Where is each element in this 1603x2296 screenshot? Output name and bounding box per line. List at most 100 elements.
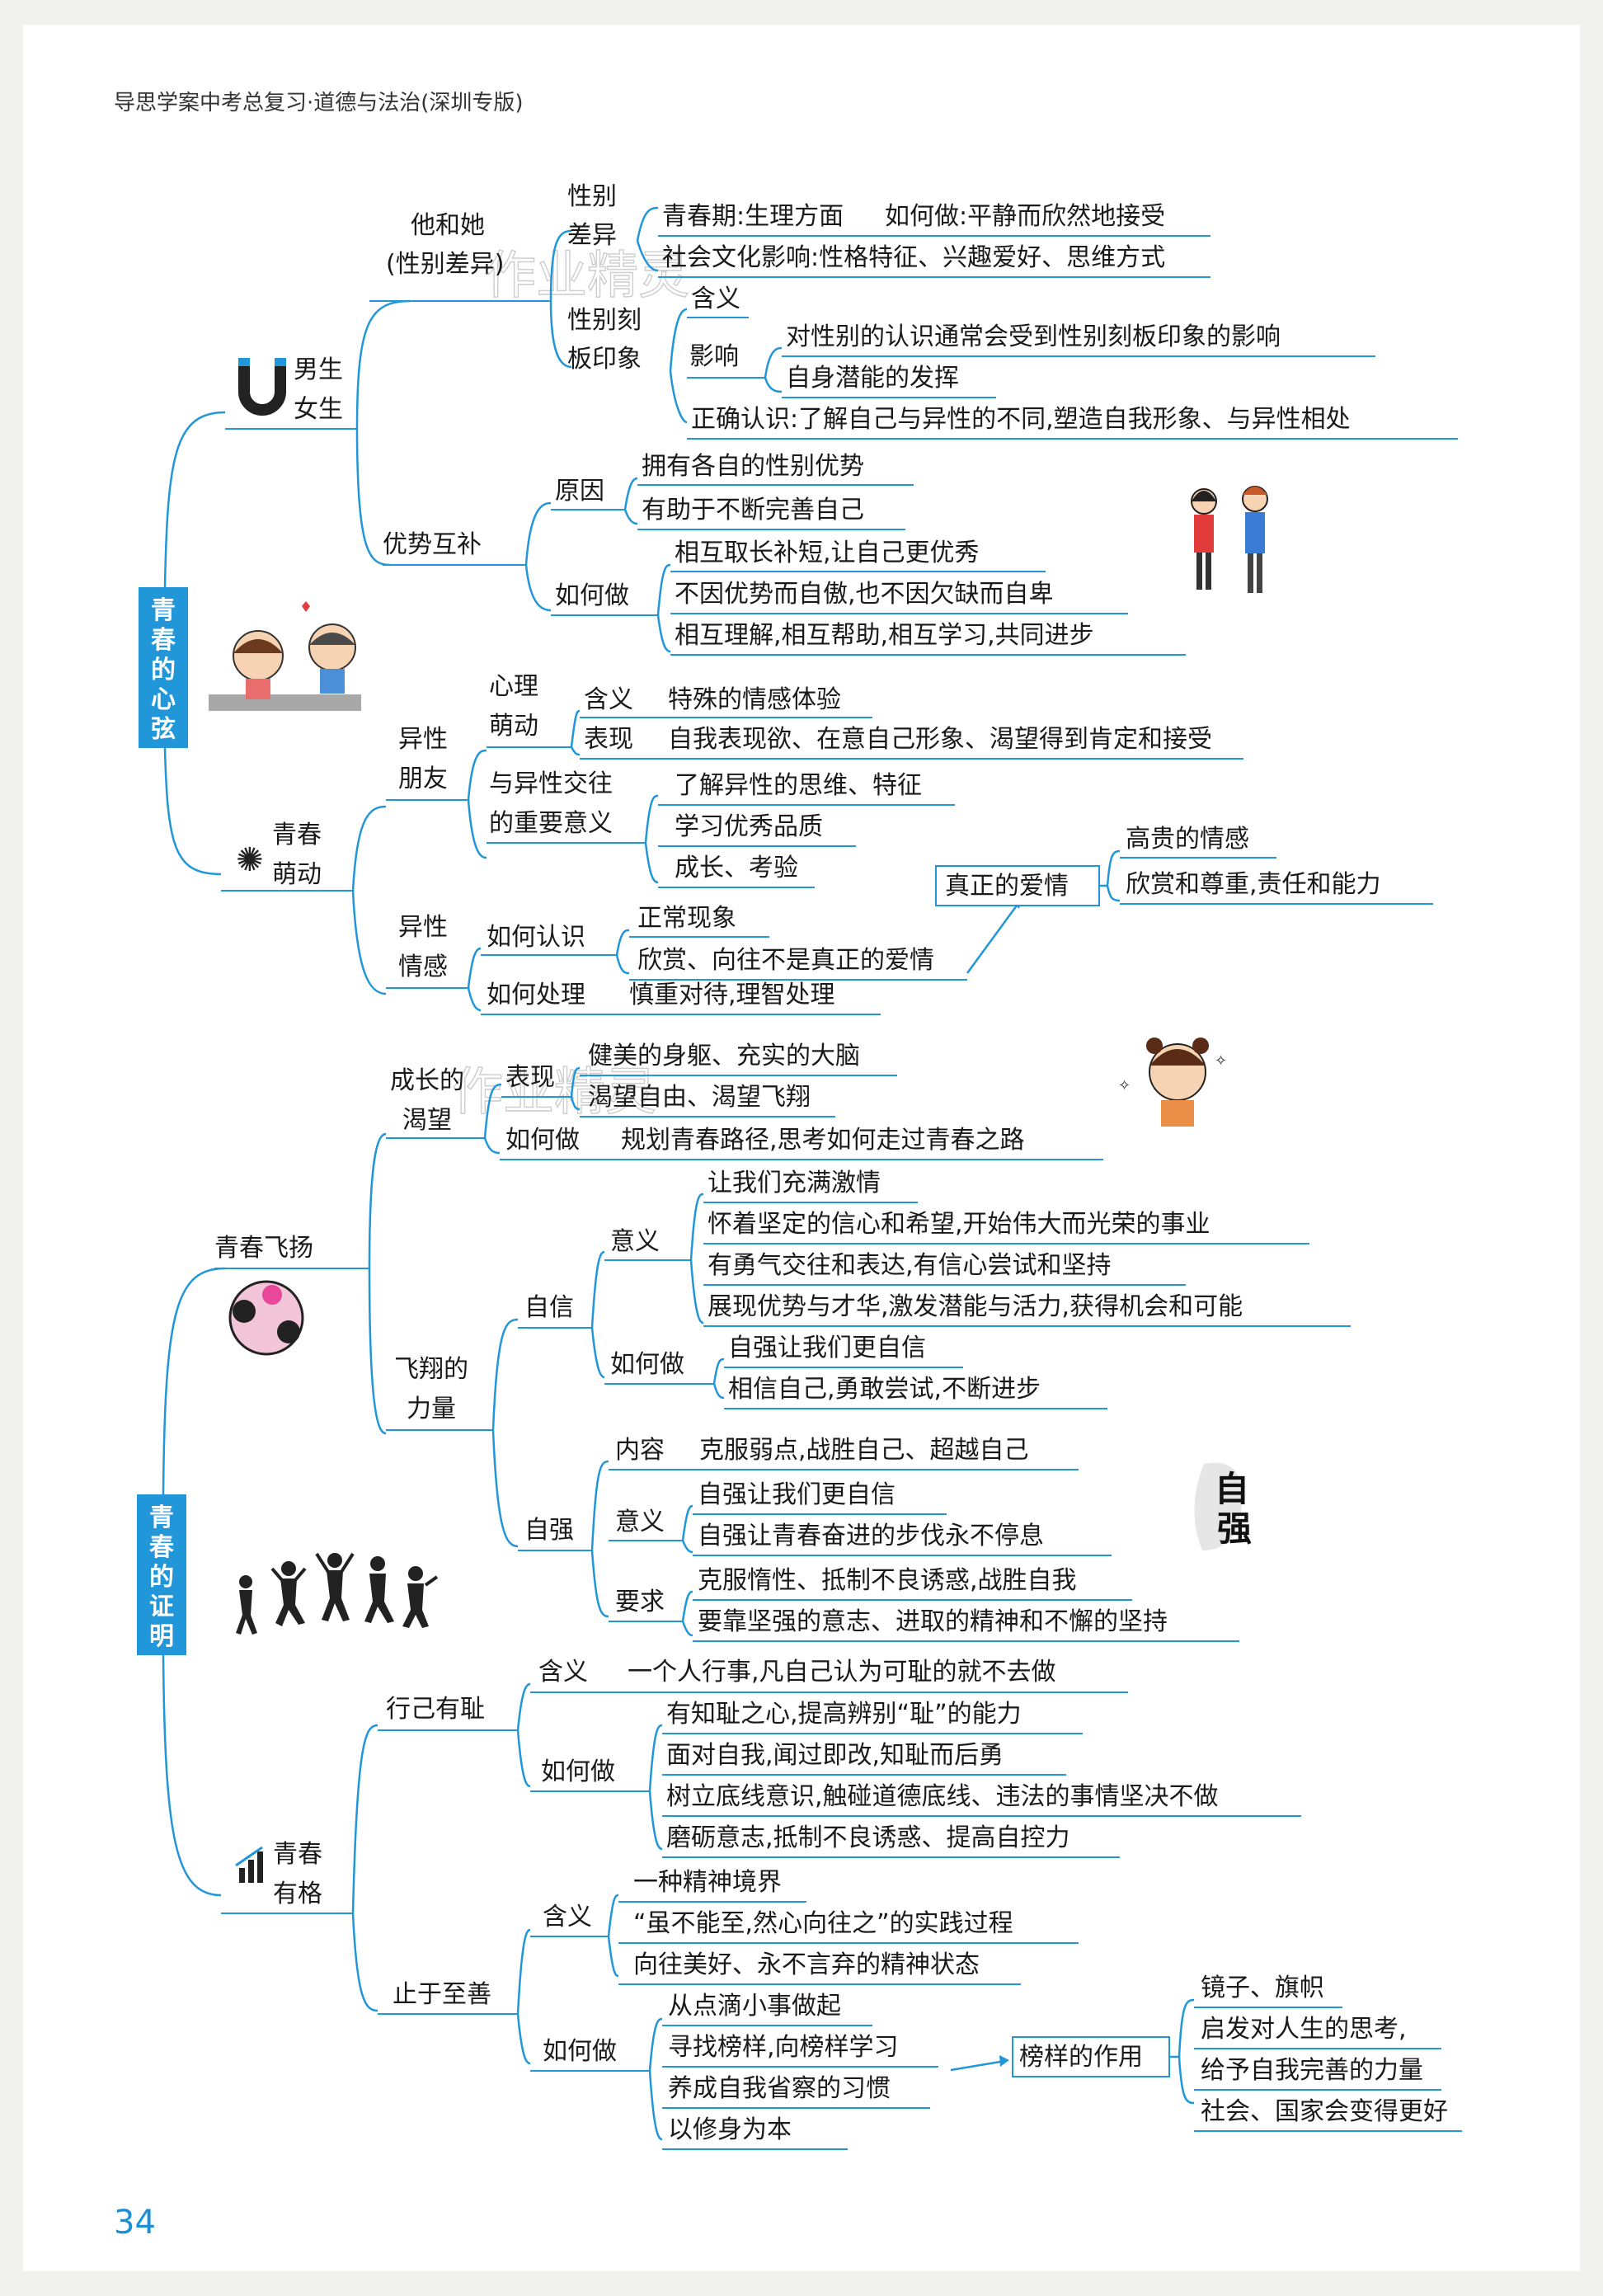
node-good-how: 如何做 [543, 2037, 617, 2066]
node-supreme-good: 止于至善 [393, 1980, 491, 2009]
svg-text:青: 青 [149, 1503, 174, 1532]
connector [644, 794, 659, 844]
connector [615, 929, 630, 956]
svg-text:强: 强 [1217, 1508, 1252, 1549]
connector [1099, 849, 1121, 887]
connector [689, 1259, 704, 1324]
connector [1106, 885, 1121, 902]
node-req-2: 要靠坚强的意志、进取的精神和不懈的坚持 [698, 1607, 1168, 1636]
node-ch-2: 相信自己,勇敢尝试,不断进步 [728, 1375, 1041, 1404]
node-how-3: 相互理解,相互帮助,相互学习,共同进步 [675, 621, 1094, 650]
node-opposite-friend-2: 朋友 [398, 765, 448, 793]
node-handle-v: 慎重对待,理智处理 [629, 981, 835, 1009]
node-role-3: 给予自我完善的力量 [1201, 2056, 1423, 2085]
node-girl: 女生 [294, 395, 343, 424]
node-opposite-feeling: 异性 [398, 913, 448, 942]
mind-map: 导思学案中考总复习·道德与法治(深圳专版) 34 作业精灵 作业精灵 青 春 的… [114, 91, 1462, 2242]
connector [163, 411, 226, 588]
node-puberty: 青春期:生理方面 [662, 202, 844, 231]
connector [524, 564, 552, 612]
connector [162, 1267, 226, 1495]
node-desire-2: 渴望 [402, 1106, 452, 1135]
node-gh-3: 养成自我省察的习惯 [668, 2074, 891, 2103]
connector [549, 300, 572, 369]
node-reason-1: 拥有各自的性别优势 [642, 452, 864, 481]
svg-text:心: 心 [151, 685, 176, 714]
node-sm-1: 自强让我们更自信 [698, 1480, 896, 1509]
connector [351, 1724, 378, 1914]
connector [764, 377, 783, 393]
svg-text:证: 证 [149, 1593, 174, 1621]
connector [368, 1132, 387, 1269]
connector [351, 890, 387, 995]
connector [636, 206, 659, 242]
box-true-love [935, 865, 1100, 906]
node-c-1: 让我们充满激情 [707, 1169, 881, 1197]
node-imp-1: 了解异性的思维、特征 [675, 771, 922, 800]
connector [607, 1894, 619, 1937]
connector [590, 1460, 609, 1551]
connector [590, 1550, 609, 1618]
connector [712, 1383, 725, 1400]
connector [570, 1066, 581, 1098]
couple-illustration [1191, 486, 1268, 593]
node-f-how: 如何做 [505, 1126, 580, 1155]
watermark: 作业精灵 [485, 245, 689, 305]
page-number: 34 [114, 2204, 156, 2242]
node-c-how: 如何做 [610, 1350, 684, 1379]
connector [516, 1928, 531, 2015]
node-req-1: 克服惰性、抵制不良诱惑,战胜自我 [698, 1566, 1077, 1595]
node-recog-1: 正常现象 [637, 904, 736, 933]
node-shame-meaning-v: 一个人行事,凡自己认为可耻的就不去做 [628, 1658, 1056, 1687]
node-role-model: 榜样的作用 [1019, 2043, 1143, 2072]
connector [491, 1318, 519, 1431]
connector [644, 842, 659, 884]
node-heart-move-2: 萌动 [489, 712, 538, 741]
node-how-2: 不因优势而自傲,也不因欠缺而自卑 [675, 580, 1054, 609]
connector [467, 749, 487, 801]
node-how: 如何做 [555, 581, 629, 610]
connector [764, 346, 783, 379]
node-reason-2: 有助于不断完善自己 [642, 496, 864, 525]
node-reason: 原因 [555, 477, 604, 506]
svg-text:春: 春 [149, 1533, 174, 1562]
connector [570, 1096, 581, 1111]
node-sh-3: 树立底线意识,触碰道德底线、违法的事情坚决不做 [666, 1782, 1219, 1811]
arrow-head [999, 2055, 1009, 2067]
connector [681, 1540, 693, 1554]
node-opposite-friend: 异性 [398, 725, 448, 754]
node-f-show: 表现 [505, 1063, 555, 1092]
connector [648, 1790, 663, 1851]
cartoon-girl-illustration: ✧ ✧ [1118, 1037, 1227, 1127]
connector [467, 947, 482, 989]
node-opposite-feeling-2: 情感 [398, 953, 448, 981]
connector [1178, 2056, 1195, 2105]
page: 导思学案中考总复习·道德与法治(深圳专版) 34 作业精灵 作业精灵 青 春 的… [23, 25, 1580, 2271]
node-c-meaning: 意义 [610, 1227, 660, 1256]
node-gh-1: 从点滴小事做起 [668, 1992, 841, 2021]
node-desire: 成长的 [390, 1066, 464, 1095]
connector [162, 1654, 222, 1897]
calligraphy-stamp: 自 强 [1194, 1462, 1252, 1550]
connector [1169, 1998, 1195, 2058]
node-imp-3: 成长、考验 [675, 854, 798, 882]
arrow [966, 905, 1018, 974]
connector [570, 746, 581, 756]
connector [669, 308, 688, 372]
connector [516, 1682, 531, 1731]
connector [648, 2017, 663, 2072]
node-s-show-v: 自我表现欲、在意自己形象、渴望得到肯定和接受 [668, 725, 1212, 754]
youth-fly-logo-icon [228, 1280, 304, 1356]
node-c-4: 展现优势与才华,激发潜能与活力,获得机会和可能 [707, 1292, 1243, 1321]
svg-text:自: 自 [1215, 1469, 1249, 1509]
connector [648, 1724, 663, 1792]
section-title-proof: 青 春 的 证 明 [137, 1494, 186, 1655]
node-gh-4: 以修身为本 [668, 2115, 792, 2144]
connector [681, 1504, 693, 1541]
connector [636, 240, 659, 272]
connector [355, 299, 411, 430]
connector [689, 1193, 704, 1261]
connector [656, 614, 671, 653]
node-gh-2: 寻找榜样,向榜样学习 [668, 2033, 899, 2062]
connector [491, 1429, 519, 1548]
